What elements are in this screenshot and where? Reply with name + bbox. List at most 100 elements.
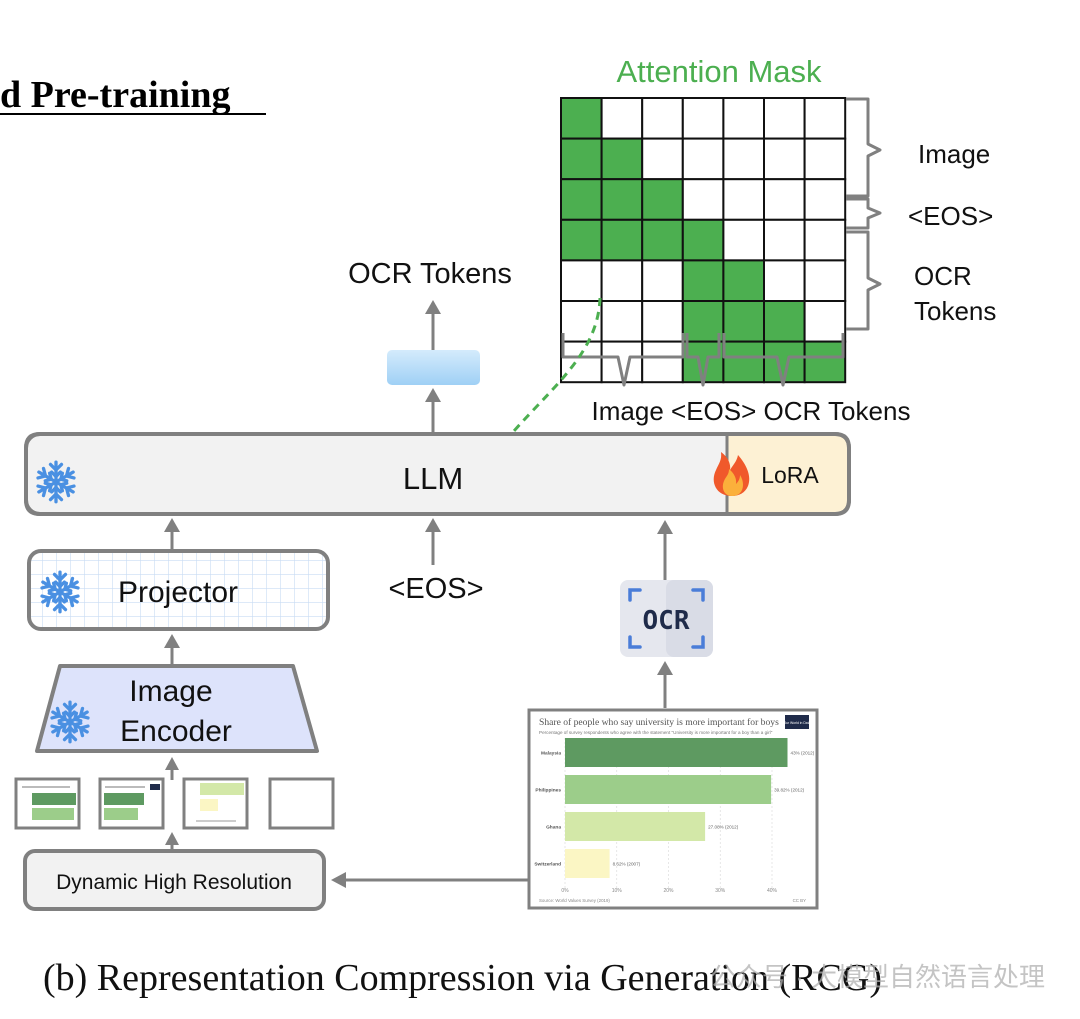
arrowhead-ocr-to-llm	[657, 520, 673, 534]
mask-label-ocr: OCR	[914, 261, 972, 291]
sample-chart-title: Share of people who say university is mo…	[539, 717, 779, 728]
lora-label: LoRA	[761, 462, 819, 488]
mask-cell-r6-c6	[803, 340, 847, 384]
mask-cell-r5-c0	[560, 300, 603, 343]
attention-mask-right-braces	[846, 97, 882, 331]
mask-cell-r1-c3	[681, 137, 725, 181]
sample-category-label: Ghana	[546, 825, 561, 831]
owid-logo	[785, 715, 809, 729]
mask-cell-r2-c0	[560, 178, 603, 221]
sample-chart-license: CC BY	[793, 898, 806, 903]
sample-tick-label: 20%	[663, 888, 674, 894]
mask-cell-r2-c6	[803, 178, 847, 221]
mask-cell-r5-c4	[722, 300, 766, 343]
section-title: d Pre-training	[0, 74, 230, 116]
mask-cell-r6-c3	[681, 340, 725, 384]
eos-input-label: <EOS>	[388, 573, 483, 605]
mask-cell-r3-c6	[803, 218, 847, 262]
mask-cell-r4-c1	[600, 259, 644, 302]
dhr-label: Dynamic High Resolution	[56, 871, 292, 894]
mask-cell-r1-c0	[560, 137, 603, 181]
mask-cell-r5-c3	[681, 300, 725, 343]
llm-border-overlay	[24, 432, 851, 516]
ocr-icon-label: OCR	[643, 606, 690, 636]
sample-bar	[565, 849, 610, 878]
arrowhead-llm-to-token	[425, 388, 441, 402]
attention-mask-title: Attention Mask	[616, 54, 822, 89]
mask-cell-r5-c1	[600, 300, 644, 343]
mask-cell-r4-c0	[560, 259, 603, 302]
sample-category-label: Switzerland	[534, 862, 561, 868]
sample-chart-source: Source: World Values Survey (2019)	[539, 898, 610, 903]
mask-cell-r2-c2	[641, 178, 684, 221]
owid-logo-text: Our World in Data	[783, 721, 810, 725]
sample-category-label: Malaysia	[541, 751, 561, 757]
mask-cell-r6-c2	[641, 340, 684, 384]
mask-cell-r6-c0	[560, 340, 603, 384]
mask-cell-r2-c4	[722, 178, 766, 221]
mask-cell-r1-c6	[803, 137, 847, 181]
mask-cell-r6-c4	[722, 340, 766, 384]
output-token	[387, 350, 480, 385]
sample-bar	[565, 812, 706, 841]
lora-block	[727, 436, 847, 512]
mask-cell-r2-c5	[763, 178, 806, 221]
image-tile-2	[98, 777, 165, 830]
encoder-label-1: Image	[129, 675, 212, 708]
sample-tick-label: 40%	[767, 888, 778, 894]
sample-bar	[565, 738, 788, 767]
arrowhead-dhr-to-tiles	[165, 832, 179, 845]
attention-mask-grid	[560, 97, 847, 384]
ocr-tokens-label: OCR Tokens	[348, 258, 512, 290]
mask-cell-r0-c5	[763, 97, 806, 140]
mask-cell-r0-c2	[641, 97, 684, 140]
mask-cell-r4-c4	[722, 259, 766, 302]
mask-cell-r4-c3	[681, 259, 725, 302]
arrowhead-tiles-to-encoder	[165, 757, 179, 770]
mask-cell-r0-c3	[681, 97, 725, 140]
sample-category-label: Philippines	[535, 788, 561, 794]
mask-cell-r2-c3	[681, 178, 725, 221]
mask-to-llm-dashed-arrow	[492, 297, 602, 456]
mask-cell-r1-c1	[600, 137, 644, 181]
mask-cell-r5-c5	[763, 300, 806, 343]
figure-caption: (b) Representation Compression via Gener…	[43, 957, 882, 999]
encoder-label-2: Encoder	[120, 715, 232, 748]
image-tile-3	[182, 777, 249, 830]
projector-block	[27, 549, 330, 631]
mask-label-image: Image	[918, 139, 990, 169]
llm-label: LLM	[403, 461, 463, 496]
mask-cell-r0-c6	[803, 97, 847, 140]
mask-cell-r0-c0	[560, 97, 603, 140]
arrowhead-chart-to-dhr	[331, 872, 346, 888]
image-tile-1	[14, 777, 81, 830]
dynamic-high-resolution-block	[23, 849, 326, 911]
mask-cell-r0-c1	[600, 97, 644, 140]
mask-cell-r3-c5	[763, 218, 806, 262]
mask-cell-r3-c4	[722, 218, 766, 262]
mask-label-eos: <EOS>	[908, 201, 993, 231]
mask-cell-r2-c1	[600, 178, 644, 221]
mask-cell-r1-c5	[763, 137, 806, 181]
arrowhead-encoder-to-projector	[164, 634, 180, 648]
mask-cell-r3-c2	[641, 218, 684, 262]
image-encoder-block	[35, 664, 319, 753]
mask-cell-r3-c3	[681, 218, 725, 262]
mask-cell-r4-c6	[803, 259, 847, 302]
image-tile-4	[268, 777, 335, 830]
sample-tick-label: 0%	[561, 888, 569, 894]
mask-cell-r5-c2	[641, 300, 684, 343]
fire-icon	[713, 452, 750, 496]
mask-cell-r4-c2	[641, 259, 684, 302]
mask-cell-r5-c6	[803, 300, 847, 343]
sample-chart-image: Share of people who say university is mo…	[527, 708, 819, 910]
mask-bottom-label: Image <EOS> OCR Tokens	[592, 396, 911, 426]
sample-value-label: 8.62% (2007)	[613, 862, 641, 867]
mask-cell-r1-c4	[722, 137, 766, 181]
projector-label: Projector	[118, 576, 238, 609]
watermark: 公众号 · 大模型自然语言处理	[710, 962, 1045, 992]
attention-mask-bottom-braces	[561, 333, 845, 387]
sample-value-label: 39.82% (2012)	[774, 788, 805, 793]
